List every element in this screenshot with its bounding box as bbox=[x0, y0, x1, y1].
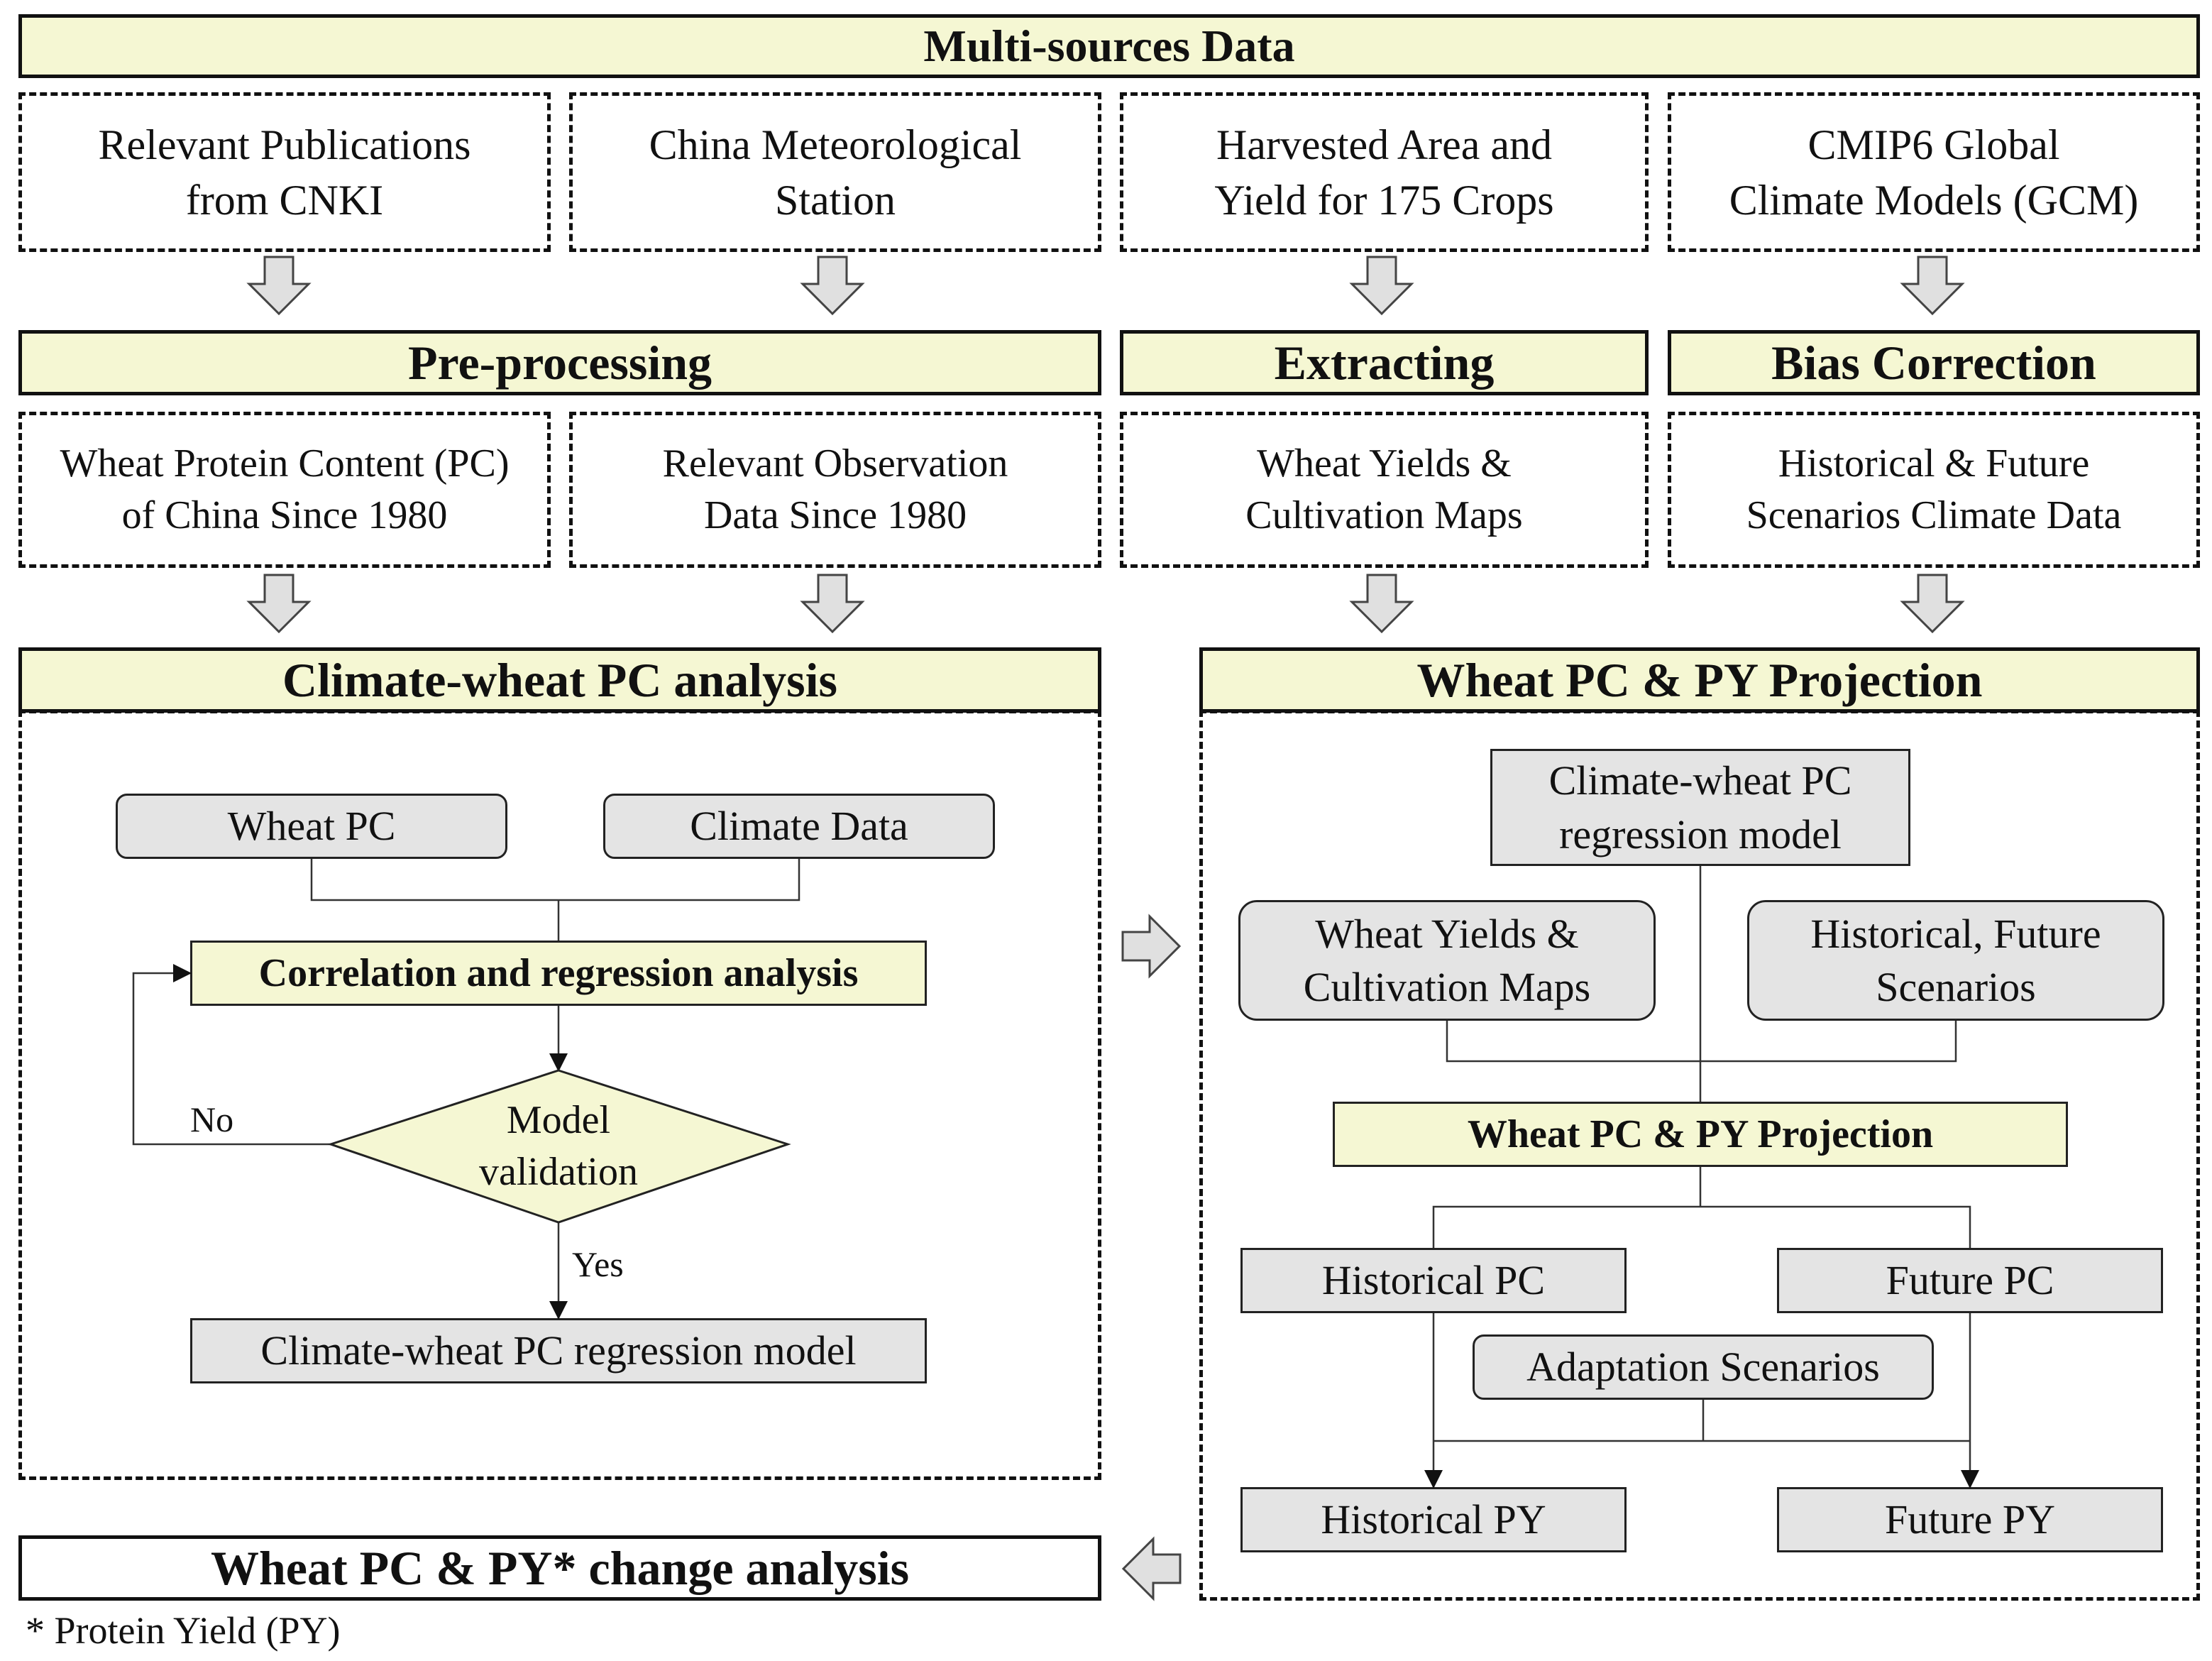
change-analysis-box: Wheat PC & PY* change analysis bbox=[18, 1535, 1101, 1601]
source-cmip6: CMIP6 Global Climate Models (GCM) bbox=[1668, 92, 2200, 252]
projection-panel-title: Wheat PC & PY Projection bbox=[1199, 647, 2200, 713]
correlation-regression-box: Correlation and regression analysis bbox=[190, 941, 927, 1006]
source-cnki: Relevant Publications from CNKI bbox=[18, 92, 551, 252]
wheat-pc-box: Wheat PC bbox=[116, 794, 507, 859]
processed-climate-data: Historical & Future Scenarios Climate Da… bbox=[1668, 412, 2200, 568]
yes-label: Yes bbox=[572, 1244, 624, 1284]
processed-wheat-pc: Wheat Protein Content (PC) of China Sinc… bbox=[18, 412, 551, 568]
multi-sources-data-header: Multi-sources Data bbox=[18, 14, 2200, 78]
analysis-panel-title: Climate-wheat PC analysis bbox=[18, 647, 1101, 713]
down-arrow-8 bbox=[1900, 574, 1965, 634]
down-arrow-2 bbox=[800, 256, 865, 316]
down-arrow-7 bbox=[1349, 574, 1414, 634]
regression-model-result-box: Climate-wheat PC regression model bbox=[190, 1318, 927, 1383]
left-arrow bbox=[1121, 1536, 1182, 1601]
preprocessing-header: Pre-processing bbox=[18, 330, 1101, 395]
source-harvested-area: Harvested Area and Yield for 175 Crops bbox=[1120, 92, 1649, 252]
future-pc-box: Future PC bbox=[1777, 1248, 2163, 1313]
historical-pc-box: Historical PC bbox=[1240, 1248, 1627, 1313]
source-meteorological-station: China Meteorological Station bbox=[569, 92, 1101, 252]
model-validation-diamond bbox=[327, 1069, 791, 1224]
processed-observation-data: Relevant Observation Data Since 1980 bbox=[569, 412, 1101, 568]
scenarios-box: Historical, Future Scenarios bbox=[1747, 900, 2164, 1021]
historical-py-box: Historical PY bbox=[1240, 1487, 1627, 1552]
down-arrow-1 bbox=[246, 256, 312, 316]
right-arrow bbox=[1121, 914, 1182, 979]
yields-maps-box: Wheat Yields & Cultivation Maps bbox=[1238, 900, 1656, 1021]
down-arrow-5 bbox=[246, 574, 312, 634]
processed-yields-maps: Wheat Yields & Cultivation Maps bbox=[1120, 412, 1649, 568]
footnote: * Protein Yield (PY) bbox=[26, 1609, 341, 1652]
projection-box: Wheat PC & PY Projection bbox=[1333, 1102, 2068, 1167]
adaptation-scenarios-box: Adaptation Scenarios bbox=[1473, 1334, 1934, 1400]
down-arrow-3 bbox=[1349, 256, 1414, 316]
climate-data-box: Climate Data bbox=[603, 794, 995, 859]
down-arrow-4 bbox=[1900, 256, 1965, 316]
model-validation-label: Model validation bbox=[479, 1098, 638, 1194]
regression-model-box: Climate-wheat PC regression model bbox=[1490, 749, 1910, 866]
bias-correction-header: Bias Correction bbox=[1668, 330, 2200, 395]
down-arrow-6 bbox=[800, 574, 865, 634]
no-label: No bbox=[190, 1100, 234, 1139]
extracting-header: Extracting bbox=[1120, 330, 1649, 395]
future-py-box: Future PY bbox=[1777, 1487, 2163, 1552]
